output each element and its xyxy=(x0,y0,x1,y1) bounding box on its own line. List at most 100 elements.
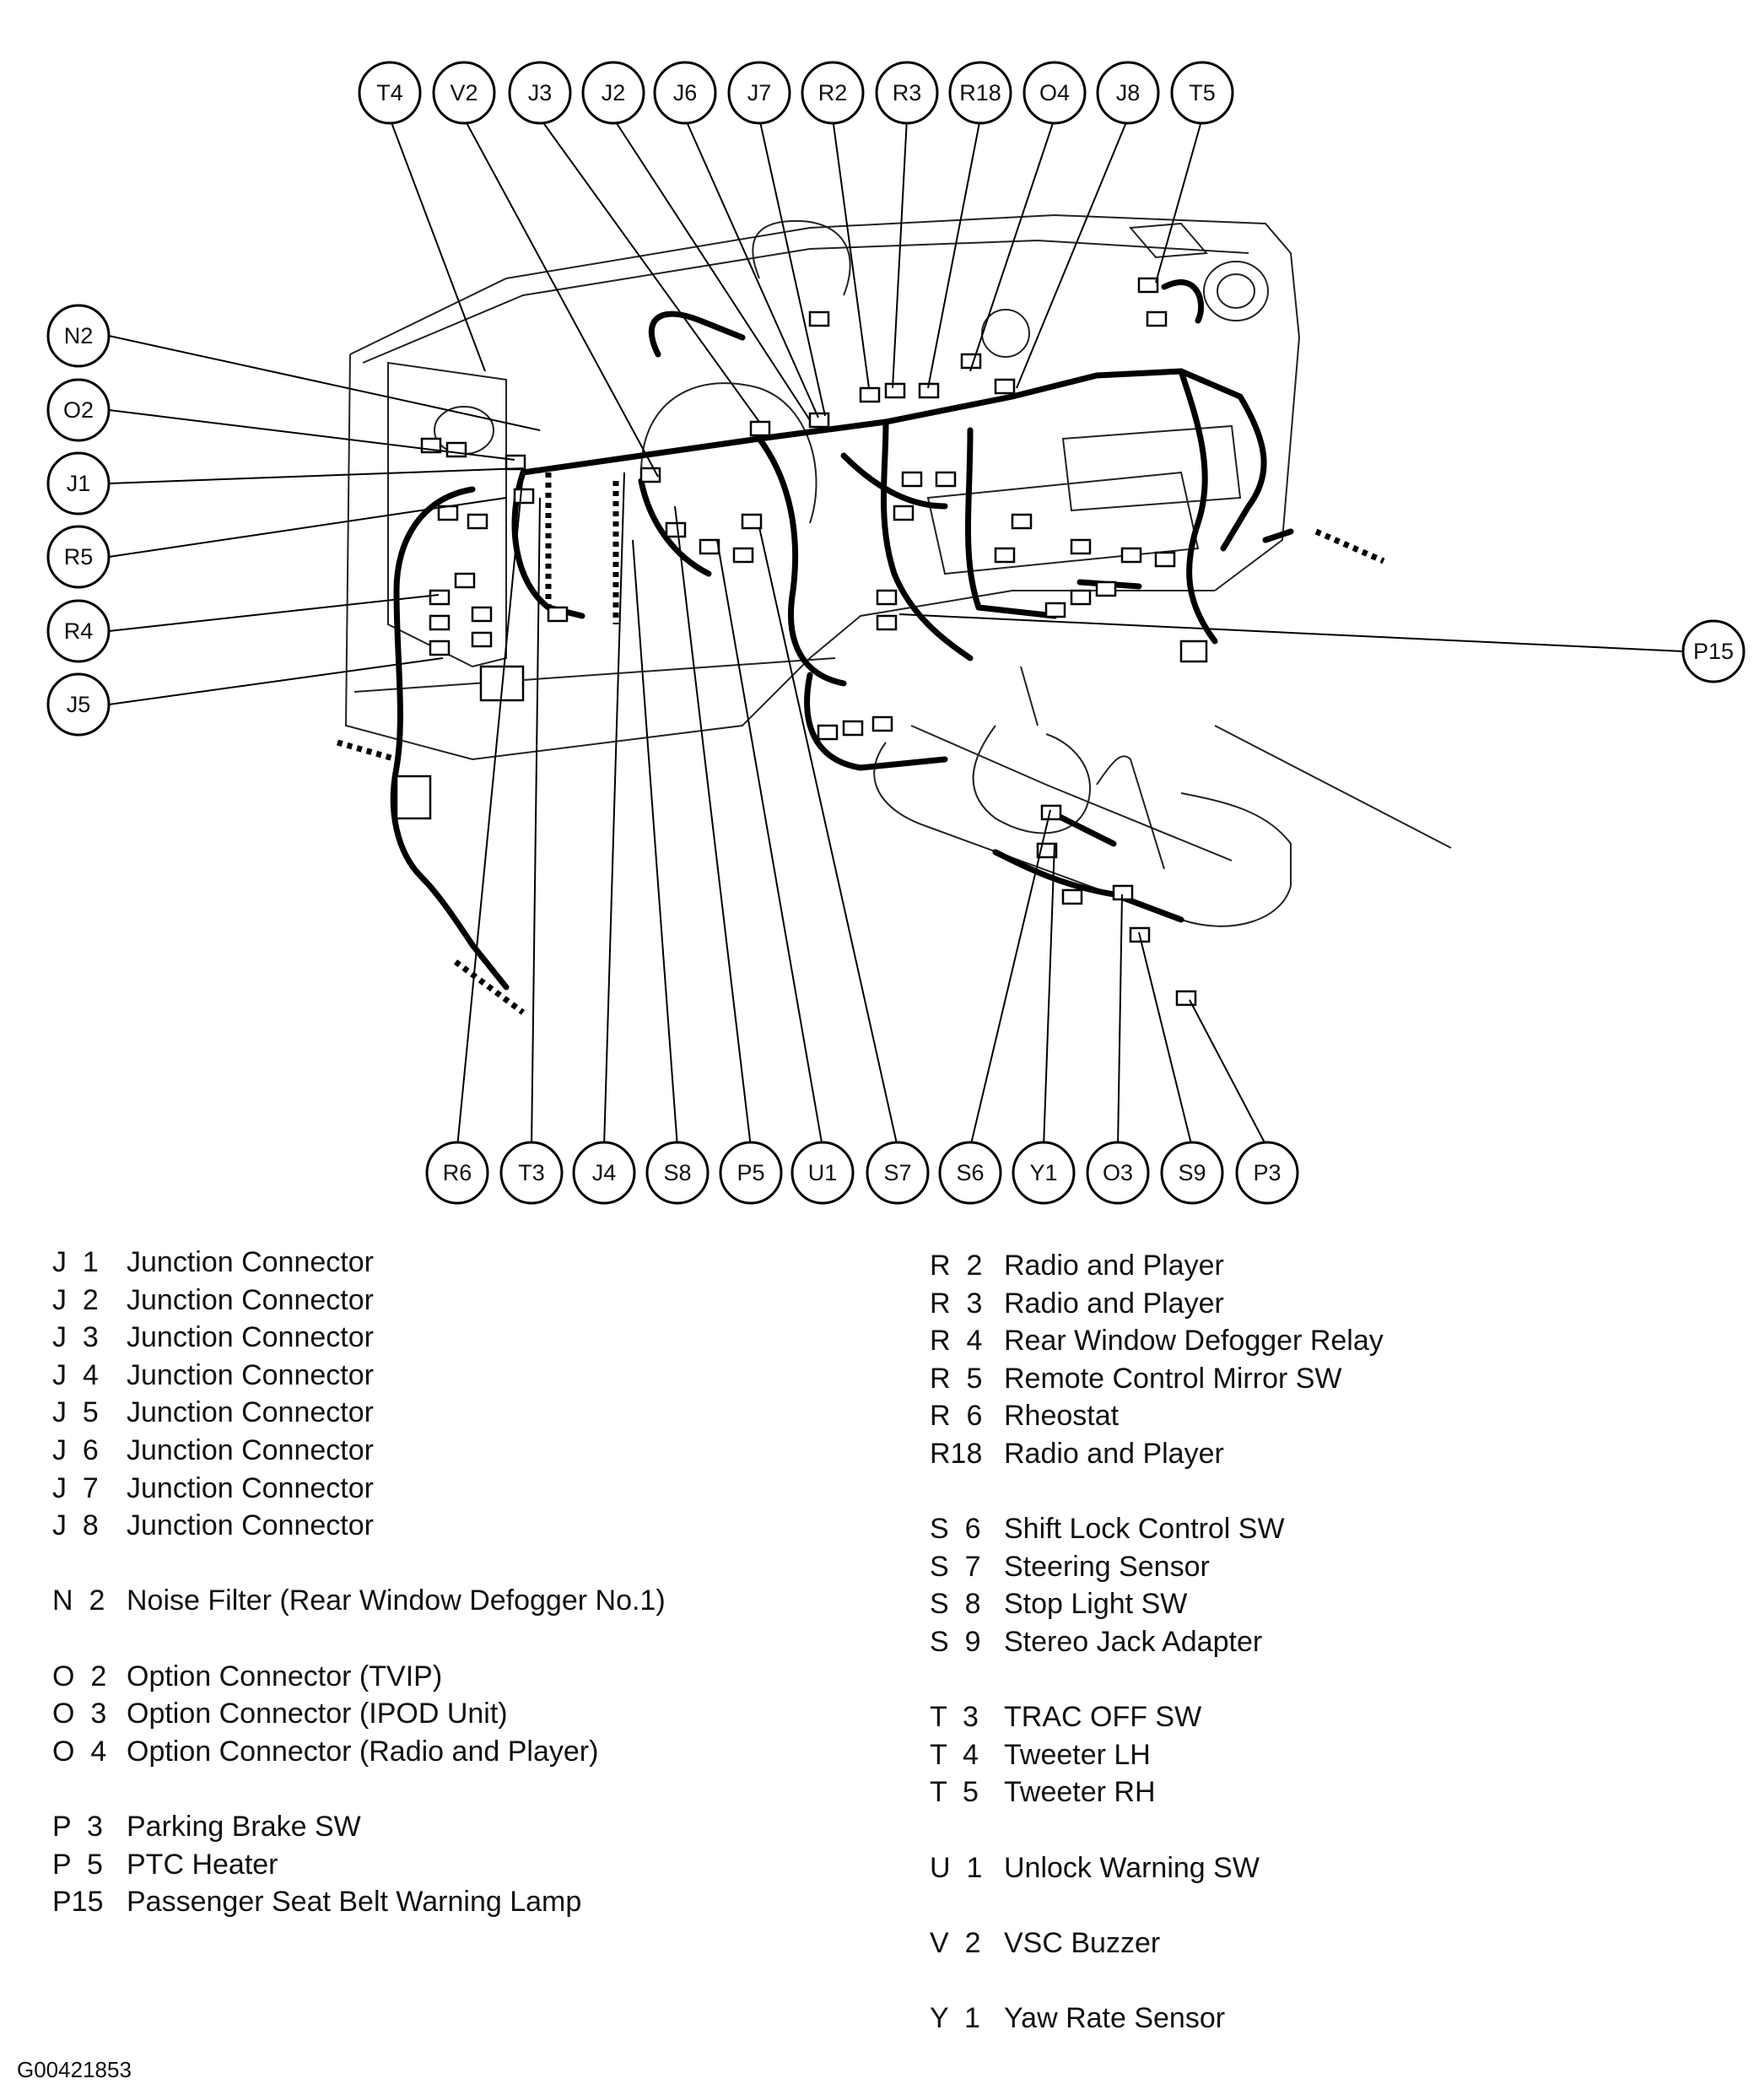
legend-row: O 3 Option Connector (IPOD Unit) xyxy=(52,1695,666,1733)
svg-text:U1: U1 xyxy=(808,1160,838,1185)
legend-code: O 3 xyxy=(52,1698,107,1730)
svg-text:R3: R3 xyxy=(893,80,922,105)
legend-description: Radio and Player xyxy=(1004,1250,1224,1282)
legend-row: T 5 Tweeter RH xyxy=(930,1773,1384,1811)
legend-description: Rear Window Defogger Relay xyxy=(1004,1325,1384,1358)
connectors xyxy=(395,277,1208,1007)
legend-code: J 4 xyxy=(52,1358,99,1391)
svg-text:S7: S7 xyxy=(883,1160,911,1185)
legend-description: Tweeter RH xyxy=(1004,1776,1156,1809)
callout-j6: J6 xyxy=(653,61,717,125)
legend-description: Steering Sensor xyxy=(1004,1550,1210,1583)
legend-description: TRAC OFF SW xyxy=(1004,1701,1202,1734)
legend-code: O 4 xyxy=(52,1735,107,1768)
legend-description: Junction Connector xyxy=(127,1358,374,1391)
legend-description: Noise Filter (Rear Window Defogger No.1) xyxy=(127,1584,666,1617)
callout-o4: O4 xyxy=(1022,61,1087,125)
legend-description: VSC Buzzer xyxy=(1004,1926,1161,1959)
svg-text:O2: O2 xyxy=(63,397,94,423)
svg-text:R18: R18 xyxy=(959,80,1001,105)
callout-j1: J1 xyxy=(46,451,111,516)
legend-code: S 8 xyxy=(930,1588,981,1621)
legend-row: J 7 Junction Connector xyxy=(52,1470,666,1508)
svg-text:Y1: Y1 xyxy=(1029,1160,1057,1185)
svg-text:O3: O3 xyxy=(1103,1160,1133,1185)
callout-r2: R2 xyxy=(801,61,865,125)
svg-text:R5: R5 xyxy=(64,544,94,570)
legend-spacer xyxy=(52,1770,666,1808)
legend-code: R 6 xyxy=(930,1400,983,1433)
callout-v2: V2 xyxy=(432,61,496,125)
callout-r6: R6 xyxy=(425,1141,489,1205)
legend-spacer xyxy=(930,1811,1384,1849)
svg-text:R6: R6 xyxy=(443,1160,472,1185)
legend-code: P 5 xyxy=(52,1848,103,1881)
legend-row: R 5 Remote Control Mirror SW xyxy=(930,1360,1384,1398)
leader-lines xyxy=(108,117,1684,1148)
legend-code: J 8 xyxy=(52,1509,99,1542)
callout-o3: O3 xyxy=(1086,1141,1150,1205)
svg-text:R4: R4 xyxy=(64,618,94,644)
legend-row: O 4 Option Connector (Radio and Player) xyxy=(52,1733,666,1771)
legend-description: Radio and Player xyxy=(1004,1437,1224,1470)
legend-description: Parking Brake SW xyxy=(127,1810,361,1843)
callout-o2: O2 xyxy=(46,378,111,442)
legend-row: J 8 Junction Connector xyxy=(52,1507,666,1545)
legend-description: Option Connector (Radio and Player) xyxy=(127,1735,599,1768)
svg-text:P15: P15 xyxy=(1693,639,1734,664)
legend-description: Option Connector (IPOD Unit) xyxy=(127,1698,508,1730)
callout-s7: S7 xyxy=(866,1141,930,1205)
callout-j3: J3 xyxy=(508,61,572,125)
legend-description: Rheostat xyxy=(1004,1400,1120,1433)
legend-code: J 7 xyxy=(52,1471,99,1504)
legend-description: Junction Connector xyxy=(127,1509,374,1542)
legend-code: J 3 xyxy=(52,1321,99,1354)
svg-text:R2: R2 xyxy=(818,80,848,105)
callout-p15: P15 xyxy=(1681,619,1746,683)
callout-u1: U1 xyxy=(790,1141,855,1205)
callout-j5: J5 xyxy=(46,672,111,737)
callout-r4: R4 xyxy=(46,599,111,663)
callout-r3: R3 xyxy=(875,61,939,125)
callout-p5: P5 xyxy=(719,1141,783,1205)
legend-spacer xyxy=(52,1545,666,1583)
legend-spacer xyxy=(930,1473,1384,1511)
legend-description: PTC Heater xyxy=(127,1848,278,1881)
legend-code: N 2 xyxy=(52,1584,105,1617)
legend-description: Tweeter LH xyxy=(1004,1738,1151,1771)
legend-description: Remote Control Mirror SW xyxy=(1004,1362,1342,1395)
legend-description: Junction Connector xyxy=(127,1471,374,1504)
legend-code: T 5 xyxy=(930,1776,979,1809)
callout-y1: Y1 xyxy=(1012,1141,1076,1205)
svg-text:J1: J1 xyxy=(67,471,91,496)
svg-text:T5: T5 xyxy=(1189,80,1216,105)
callout-s6: S6 xyxy=(938,1141,1002,1205)
legend-code: J 5 xyxy=(52,1396,99,1429)
harness-dashed xyxy=(337,472,1385,1015)
callout-p3: P3 xyxy=(1235,1141,1299,1205)
legend-code: R 5 xyxy=(930,1362,983,1395)
legend-code: S 9 xyxy=(930,1625,981,1658)
svg-text:J3: J3 xyxy=(528,80,553,105)
legend-spacer xyxy=(930,1962,1384,2000)
callout-r5: R5 xyxy=(46,525,111,589)
legend-code: J 2 xyxy=(52,1283,99,1316)
